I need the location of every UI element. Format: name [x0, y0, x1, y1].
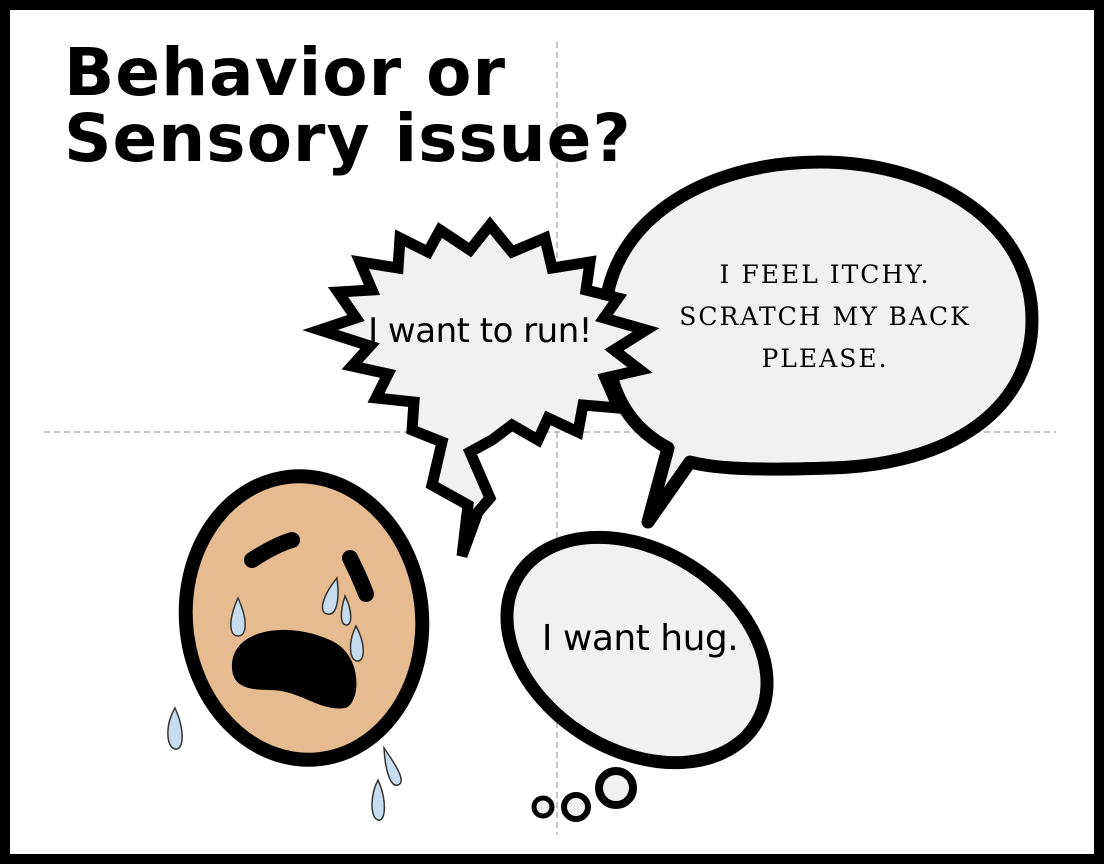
thought-dot-large [595, 767, 637, 809]
crying-face-icon [167, 469, 430, 821]
thought-bubble-text: I want hug. [541, 618, 739, 659]
title-line-1: Behavior or [64, 34, 506, 111]
speech-bubble-text: I FEEL ITCHY. SCRATCH MY BACK PLEASE. [650, 254, 1000, 380]
speech-line-2: SCRATCH MY BACK [679, 302, 971, 331]
speech-line-3: PLEASE. [761, 344, 889, 373]
speech-bubble-icon [598, 155, 1039, 529]
page-title: Behavior or Sensory issue? [64, 40, 632, 172]
title-line-2: Sensory issue? [64, 100, 632, 177]
burst-bubble-icon [302, 216, 660, 558]
thought-bubble-icon [500, 530, 774, 822]
thought-dot-small [531, 795, 555, 819]
tear-drops [167, 576, 402, 821]
burst-bubble-text: I want to run! [368, 311, 592, 351]
thought-dot-medium [561, 792, 591, 822]
speech-line-1: I FEEL ITCHY. [719, 260, 931, 289]
